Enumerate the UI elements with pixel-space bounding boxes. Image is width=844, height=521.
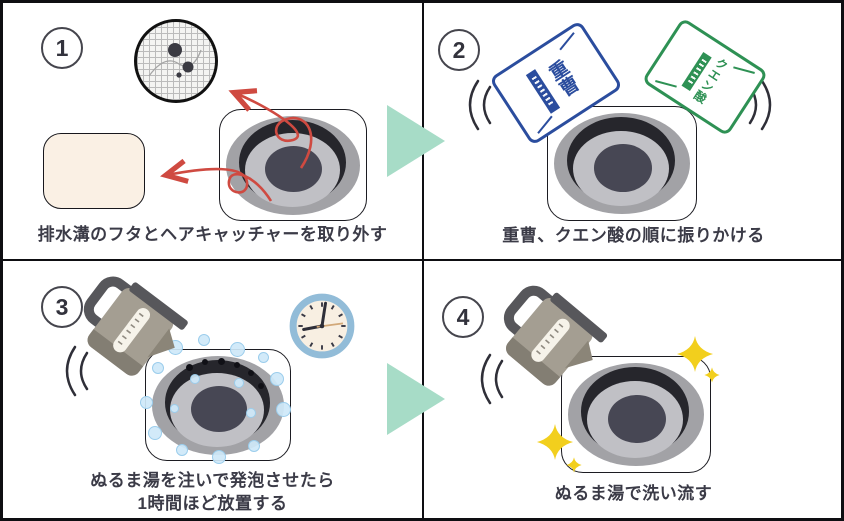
drain-icon — [219, 109, 367, 221]
step-number: 4 — [442, 296, 484, 338]
panel-step-1: 1 排水溝のフタとヘアキャッチャーを取り外す — [3, 3, 422, 259]
sparkle-icon — [676, 335, 714, 373]
panel-step-2: 2 重曹 クエン酸 — [424, 3, 841, 259]
panel-step-3: 3 — [3, 261, 422, 518]
step-arrow-icon — [387, 363, 445, 435]
hair-catcher-icon — [134, 19, 218, 103]
kettle-icon — [476, 267, 622, 411]
drain-icon — [547, 106, 697, 221]
step-arrow-icon — [387, 105, 445, 177]
step-caption: ぬるま湯で洗い流す — [554, 484, 713, 503]
kettle-icon — [57, 258, 203, 401]
horizontal-divider — [3, 259, 841, 261]
step-caption-line2: 1時間ほど放置する — [137, 494, 288, 513]
sparkle-icon — [704, 367, 720, 383]
shake-marks-icon — [458, 77, 492, 133]
step-number: 3 — [41, 286, 83, 328]
clock-icon — [287, 291, 357, 361]
step-number: 2 — [438, 29, 480, 71]
step-number: 1 — [41, 27, 83, 69]
panel-step-4: 4 — [424, 261, 841, 518]
shake-marks-icon — [470, 351, 504, 407]
drain-cover-icon — [43, 133, 145, 209]
step-caption: 重曹、クエン酸の順に振りかける — [502, 226, 765, 245]
shake-marks-icon — [55, 343, 89, 399]
sparkle-icon — [536, 423, 574, 461]
drain-icon — [140, 334, 291, 464]
sparkle-icon — [566, 457, 582, 473]
step-caption: 排水溝のフタとヘアキャッチャーを取り外す — [37, 225, 388, 244]
removal-arrow-icon — [160, 88, 313, 202]
step-caption-line1: ぬるま湯を注いで発泡させたら — [90, 471, 335, 490]
drain-icon — [561, 356, 711, 473]
